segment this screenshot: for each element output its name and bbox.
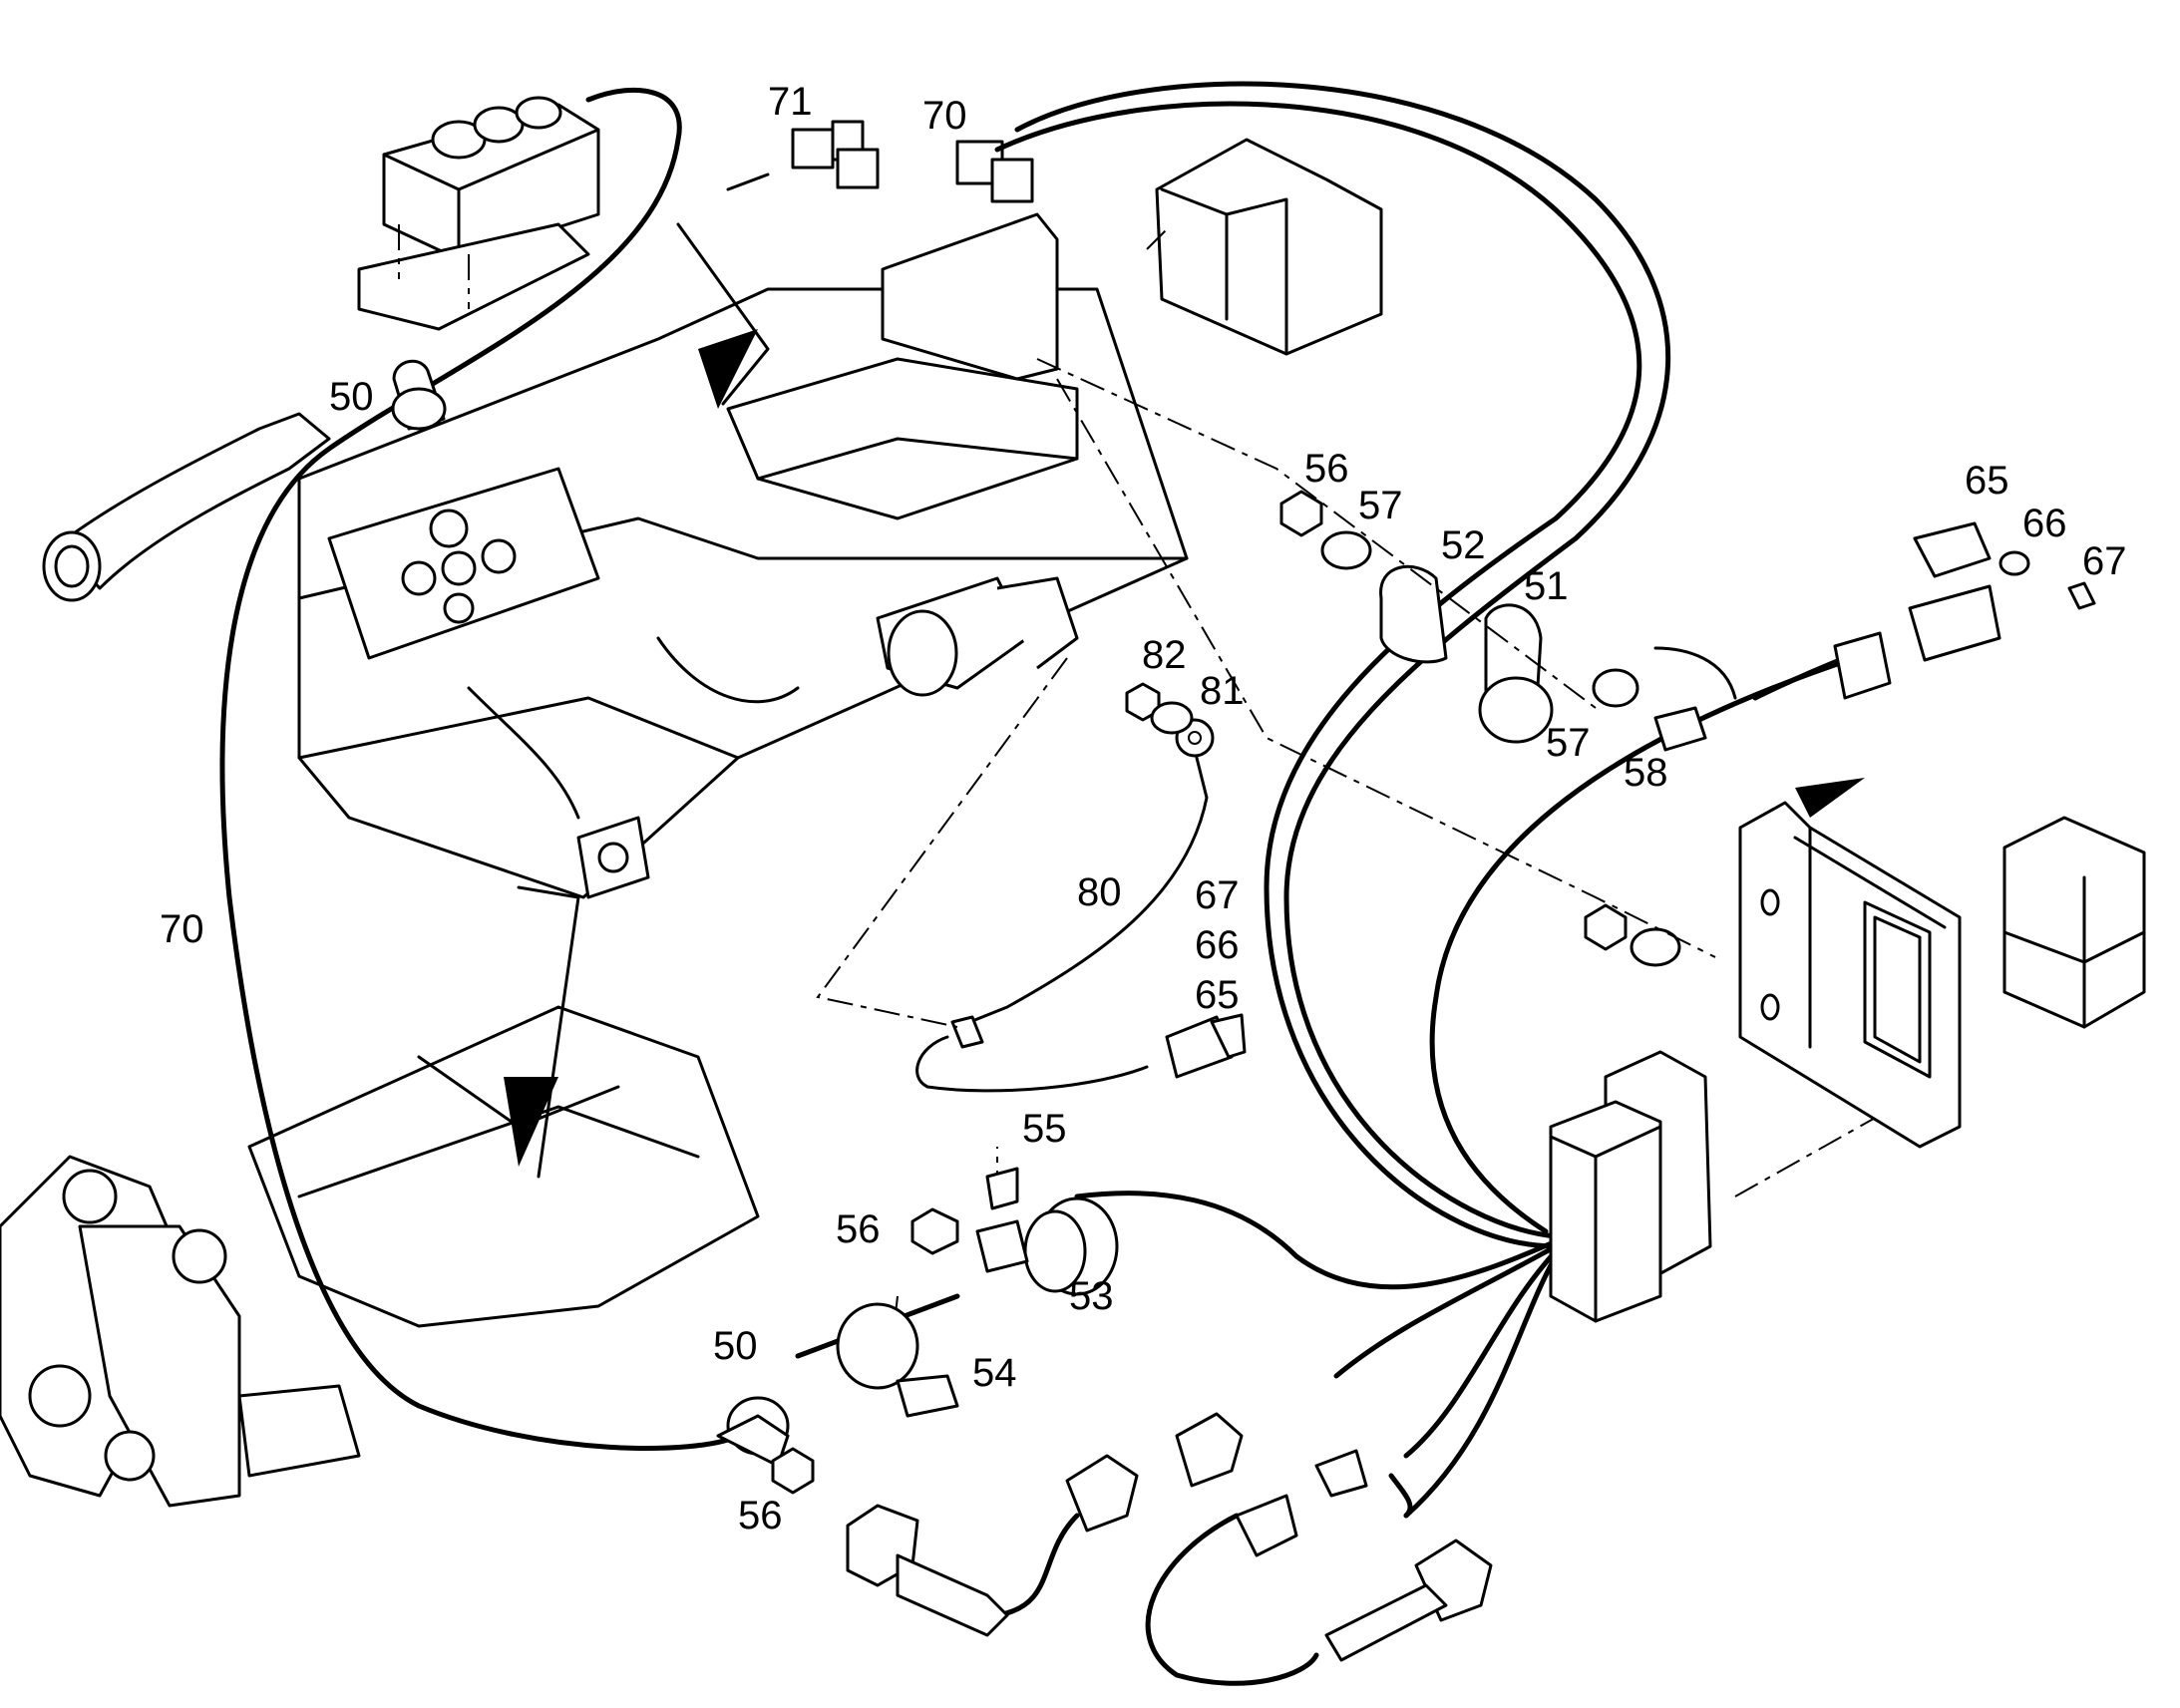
callout-67-top: 67 [2082,539,2127,583]
control-box [357,96,600,331]
callout-58: 58 [1624,751,1668,795]
callout-57-bottom: 57 [1546,721,1591,765]
callout-53: 53 [1069,1274,1114,1318]
callout-50-bottom: 50 [713,1324,758,1368]
callout-70-top: 70 [922,94,967,138]
cable-harness [219,81,1858,1686]
connector-71 [726,120,880,191]
callout-55: 55 [1022,1107,1067,1151]
connector-70 [955,140,1034,203]
callout-54: 54 [972,1351,1017,1395]
callout-81: 81 [1200,669,1245,713]
clamp-hardware [1125,490,2096,967]
pointer-arrows [504,222,1865,1179]
ground-cable [915,718,1247,1093]
callout-65-middle: 65 [1195,973,1240,1017]
grommet-group [716,1167,1119,1495]
sensor-left [846,1412,1244,1637]
mounting-plate [1738,801,1962,1149]
chassis-frame [297,212,1189,899]
callout-57-top: 57 [1358,484,1403,527]
callout-56-bottom: 56 [738,1494,783,1537]
callout-70-left: 70 [160,907,204,951]
callout-51: 51 [1524,564,1569,608]
callout-56-middle: 56 [836,1207,881,1251]
socket-housing [1549,1050,1712,1323]
callout-82: 82 [1142,633,1187,677]
cover-hood [1155,138,1383,356]
lower-frame [0,1005,760,1508]
connector-block [2002,816,2146,1029]
callout-52: 52 [1441,523,1486,567]
clamp-50-top [391,359,447,431]
callout-66-middle: 66 [1195,923,1240,967]
callout-56-top: 56 [1304,447,1349,491]
sensor-right [1235,1449,1493,1662]
callout-65-top: 65 [1965,459,2009,503]
callout-80: 80 [1077,870,1122,914]
hydraulic-hose [42,412,331,602]
callout-66-top: 66 [2022,502,2067,545]
callout-67-middle: 67 [1195,873,1240,917]
callout-71: 71 [768,80,813,124]
callout-50-top: 50 [329,375,374,419]
